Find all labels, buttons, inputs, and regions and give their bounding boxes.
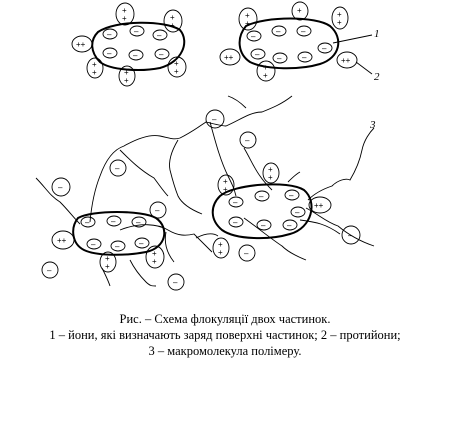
svg-text:–: – (115, 242, 120, 251)
svg-text:+: + (337, 18, 342, 27)
particle-body (238, 17, 340, 70)
svg-text:+: + (170, 13, 175, 22)
chain-ion-signs: – – – – – – – – – (47, 115, 353, 287)
svg-text:–: – (139, 239, 144, 248)
svg-text:–: – (47, 266, 52, 275)
particle-body (72, 211, 166, 256)
svg-text:–: – (276, 27, 281, 36)
svg-text:–: – (115, 164, 120, 173)
particle-body (91, 21, 186, 71)
svg-text:+: + (268, 165, 273, 174)
flocculation-diagram: – – – – – – – – – – – – – – – – – – – – … (35, 1, 380, 291)
svg-text:–: – (233, 218, 238, 227)
label-3: 3 (369, 119, 376, 131)
svg-text:–: – (157, 31, 162, 40)
caption-line-1: Рис. – Схема флокуляції двох частинок. (119, 312, 331, 326)
svg-text:+: + (105, 254, 110, 263)
figure-caption: Рис. – Схема флокуляції двох частинок. 1… (0, 311, 450, 359)
svg-text:–: – (111, 217, 116, 226)
svg-text:–: – (173, 278, 178, 287)
svg-text:–: – (155, 206, 160, 215)
caption-line-2: 1 – йони, які визначають заряд поверхні … (49, 328, 401, 342)
svg-text:+: + (92, 68, 97, 77)
particle-top-left (91, 21, 186, 71)
particle-bottom-right (211, 183, 313, 240)
svg-text:–: – (259, 192, 264, 201)
particle-top-right (238, 17, 340, 70)
surface-ion-signs: – – – – – – – – – – – – – – – – – – – – … (85, 27, 327, 251)
svg-text:–: – (322, 44, 327, 53)
label-2: 2 (374, 71, 380, 83)
svg-text:+: + (174, 67, 179, 76)
svg-text:–: – (107, 30, 112, 39)
svg-text:+: + (223, 185, 228, 194)
svg-text:+: + (245, 11, 250, 20)
svg-text:–: – (255, 50, 260, 59)
svg-text:–: – (85, 218, 90, 227)
particle-bottom-left (72, 211, 166, 256)
svg-text:+: + (223, 177, 228, 186)
svg-text:+: + (263, 63, 268, 72)
svg-text:+: + (263, 71, 268, 80)
svg-text:+: + (122, 6, 127, 15)
surface-ions (80, 25, 333, 252)
svg-text:+: + (297, 6, 302, 15)
counter-ions (51, 1, 358, 273)
svg-text:+: + (124, 68, 129, 77)
label-leaders (332, 34, 373, 75)
svg-text:+: + (218, 240, 223, 249)
svg-text:+: + (174, 59, 179, 68)
svg-text:–: – (134, 27, 139, 36)
counter-ion-signs: + + + + ++ + + + + + + + + + + + ++ + + … (57, 6, 351, 271)
svg-text:+: + (152, 249, 157, 258)
label-1: 1 (374, 28, 380, 40)
svg-text:–: – (159, 50, 164, 59)
svg-text:+: + (170, 21, 175, 30)
svg-text:–: – (251, 32, 256, 41)
svg-text:–: – (233, 198, 238, 207)
svg-text:–: – (287, 221, 292, 230)
svg-text:–: – (301, 27, 306, 36)
svg-text:–: – (302, 53, 307, 62)
chain-ions (41, 109, 361, 291)
particle-body (211, 183, 313, 240)
svg-text:–: – (245, 136, 250, 145)
svg-text:–: – (91, 240, 96, 249)
svg-text:+: + (152, 257, 157, 266)
svg-text:–: – (244, 249, 249, 258)
svg-text:+: + (268, 173, 273, 182)
svg-text:–: – (295, 208, 300, 217)
svg-text:++: ++ (314, 201, 324, 210)
svg-text:–: – (133, 51, 138, 60)
svg-text:+: + (218, 248, 223, 257)
svg-text:–: – (277, 54, 282, 63)
svg-text:–: – (261, 221, 266, 230)
svg-text:–: – (58, 183, 63, 192)
svg-text:+: + (337, 10, 342, 19)
svg-text:–: – (107, 49, 112, 58)
svg-text:–: – (348, 231, 353, 240)
svg-text:++: ++ (341, 56, 351, 65)
svg-text:++: ++ (76, 40, 86, 49)
polymer-chains (35, 95, 375, 287)
svg-text:+: + (122, 14, 127, 23)
svg-text:+: + (105, 262, 110, 271)
svg-text:–: – (212, 115, 217, 124)
svg-text:–: – (289, 191, 294, 200)
svg-text:+: + (92, 60, 97, 69)
svg-text:+: + (124, 76, 129, 85)
svg-text:–: – (136, 218, 141, 227)
svg-text:++: ++ (57, 236, 67, 245)
caption-line-3: 3 – макромолекула полімеру. (148, 344, 302, 358)
svg-text:++: ++ (224, 53, 234, 62)
svg-text:+: + (245, 19, 250, 28)
